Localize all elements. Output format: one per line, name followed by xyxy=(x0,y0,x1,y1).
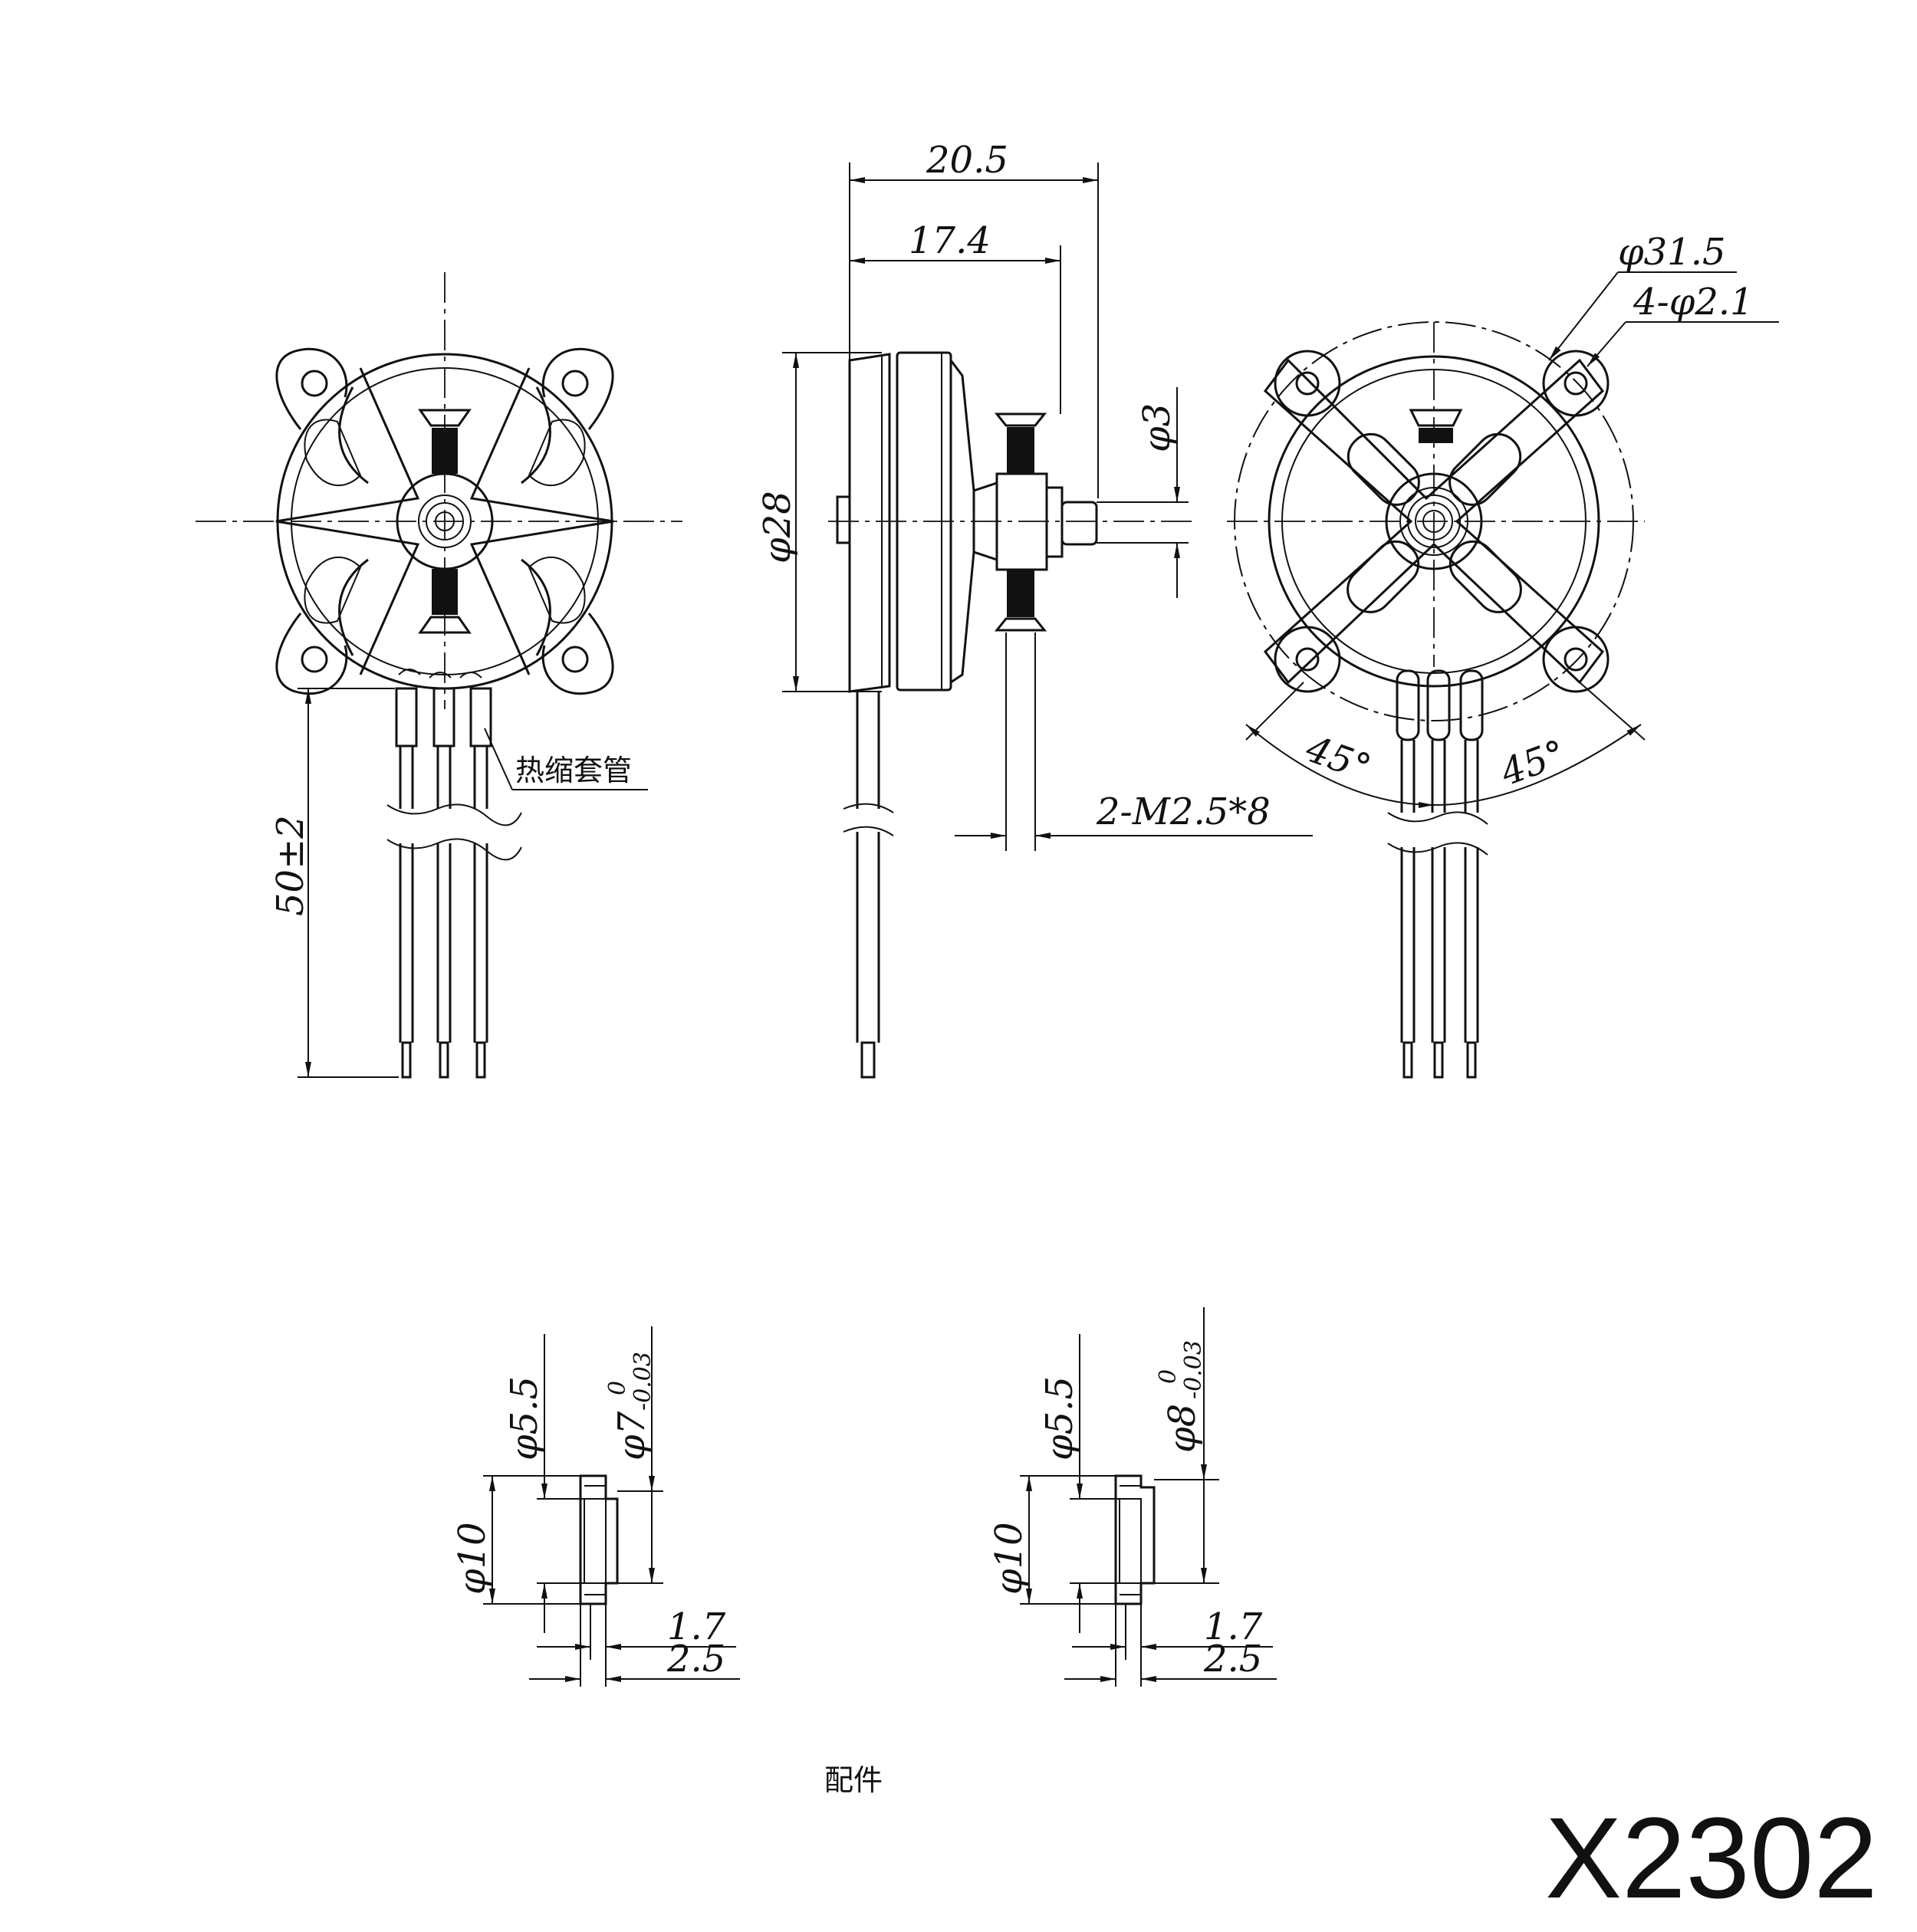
body-diameter-dim: φ28 xyxy=(756,491,799,564)
mount-circle-dim: φ31.5 xyxy=(1618,231,1725,274)
inner-length-dim-b: 1.7 xyxy=(1204,1605,1263,1648)
accessory-b: φ10 φ5.5 φ8 0 -0.03 1.7 2.5 xyxy=(988,1307,1277,1687)
inner-length-dim-a: 1.7 xyxy=(667,1605,726,1648)
screw-top xyxy=(418,409,472,474)
angle-left-dim: 45° xyxy=(1300,727,1376,790)
accessories-label: 配件 xyxy=(824,1763,883,1797)
total-length-dim: 20.5 xyxy=(926,139,1008,182)
angle-right-dim: 45° xyxy=(1494,732,1571,795)
screw-bottom xyxy=(418,569,472,634)
heat-shrink-label: 热缩套管 xyxy=(515,754,632,787)
mounting-ear xyxy=(275,347,614,695)
model-title: X2302 xyxy=(1545,1793,1878,1922)
outer-tol-upper-a: 0 xyxy=(604,1381,631,1395)
inner-diameter-dim-b: φ5.5 xyxy=(1038,1376,1081,1460)
motor-leads xyxy=(386,687,522,1079)
outer-diameter-dim-b: φ8 xyxy=(1161,1404,1204,1453)
flange-diameter-dim-a: φ10 xyxy=(451,1522,494,1595)
rotor-spokes xyxy=(275,367,614,675)
outer-diameter-dim-a: φ7 xyxy=(610,1411,653,1460)
total-length-dim-a: 2.5 xyxy=(666,1638,725,1681)
inner-diameter-dim-a: φ5.5 xyxy=(503,1376,546,1460)
screw-spec-dim: 2-M2.5*8 xyxy=(1096,790,1271,833)
mount-holes-dim: 4-φ2.1 xyxy=(1633,281,1754,324)
outer-tol-lower-b: -0.03 xyxy=(1180,1340,1207,1399)
rear-view: φ31.5 4-φ2.1 45° 45° xyxy=(1227,231,1779,1079)
lead-length-dim: 50±2 xyxy=(269,815,312,916)
accessory-a: φ10 φ5.5 φ7 0 -0.03 1.7 2.5 xyxy=(451,1326,740,1687)
front-view: 50±2 热缩套管 xyxy=(196,272,682,1079)
body-length-dim: 17.4 xyxy=(909,219,991,262)
flange-diameter-dim-b: φ10 xyxy=(988,1522,1031,1595)
shaft-diameter-dim: φ3 xyxy=(1136,403,1179,452)
side-view: 20.5 17.4 φ28 φ3 xyxy=(756,139,1313,1079)
outer-tol-lower-a: -0.03 xyxy=(630,1352,656,1411)
total-length-dim-b: 2.5 xyxy=(1203,1638,1262,1681)
outer-tol-upper-b: 0 xyxy=(1155,1369,1182,1384)
